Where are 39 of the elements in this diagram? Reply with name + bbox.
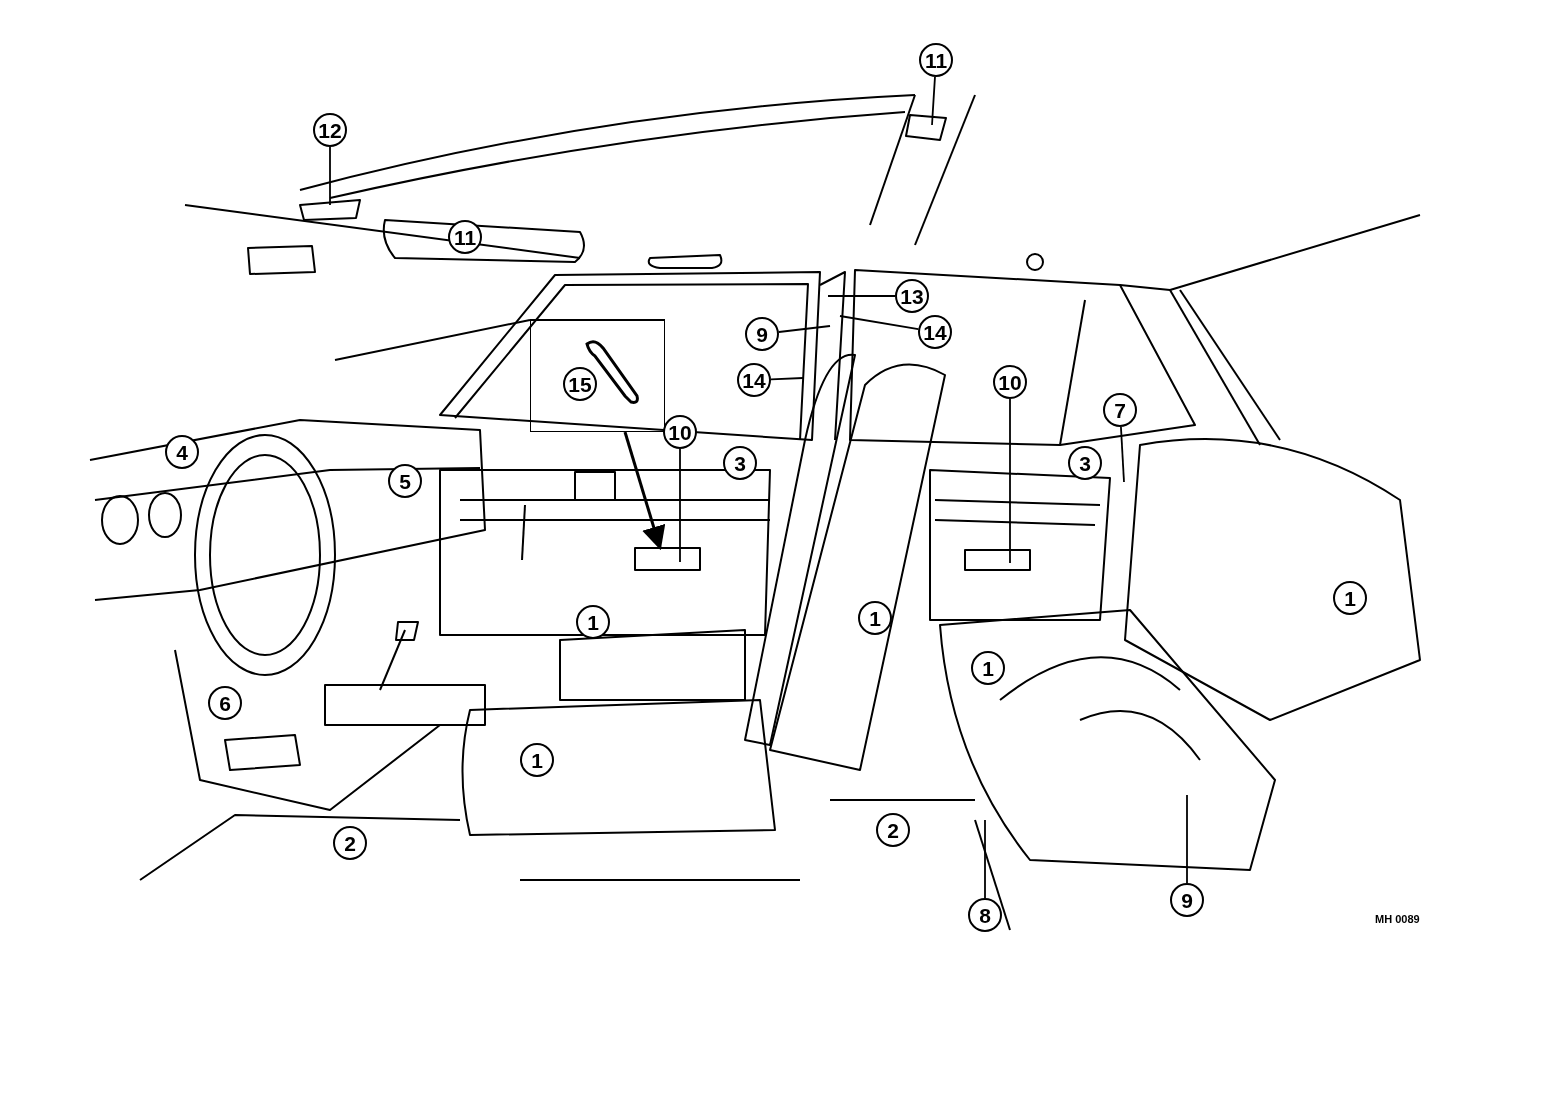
leader-line <box>679 448 681 563</box>
leader-line <box>984 819 986 899</box>
callout-number: 1 <box>576 605 610 639</box>
callout-number: 2 <box>876 813 910 847</box>
leader-line <box>1009 398 1011 564</box>
callout-number: 14 <box>918 315 952 349</box>
callout-number: 3 <box>1068 446 1102 480</box>
leader-line <box>770 377 804 381</box>
inset-panel <box>530 320 665 432</box>
callout-number: 5 <box>388 464 422 498</box>
callout-number: 10 <box>663 415 697 449</box>
leader-line <box>1186 794 1188 884</box>
callout-number: 12 <box>313 113 347 147</box>
callout-number: 11 <box>919 43 953 77</box>
callout-number: 9 <box>1170 883 1204 917</box>
leader-line <box>931 76 936 126</box>
callout-number: 11 <box>448 220 482 254</box>
drawing-code: MH 0089 <box>1375 913 1420 925</box>
callout-number: 8 <box>968 898 1002 932</box>
callout-number: 6 <box>208 686 242 720</box>
callout-number: 9 <box>745 317 779 351</box>
callout-number: 1 <box>971 651 1005 685</box>
callout-number: 14 <box>737 363 771 397</box>
leader-line <box>329 146 331 206</box>
leader-line <box>827 295 896 297</box>
callout-number: 10 <box>993 365 1027 399</box>
callout-number: 15 <box>563 367 597 401</box>
arrow <box>623 431 666 551</box>
leader-line <box>1120 426 1125 483</box>
callout-number: 1 <box>520 743 554 777</box>
callout-number: 1 <box>1333 581 1367 615</box>
callout-number: 13 <box>895 279 929 313</box>
leader-line <box>839 315 920 331</box>
leader-line <box>778 325 831 333</box>
callout-number: 4 <box>165 435 199 469</box>
callout-number: 1 <box>858 601 892 635</box>
callout-number: 7 <box>1103 393 1137 427</box>
callout-number: 2 <box>333 826 367 860</box>
callout-number: 3 <box>723 446 757 480</box>
